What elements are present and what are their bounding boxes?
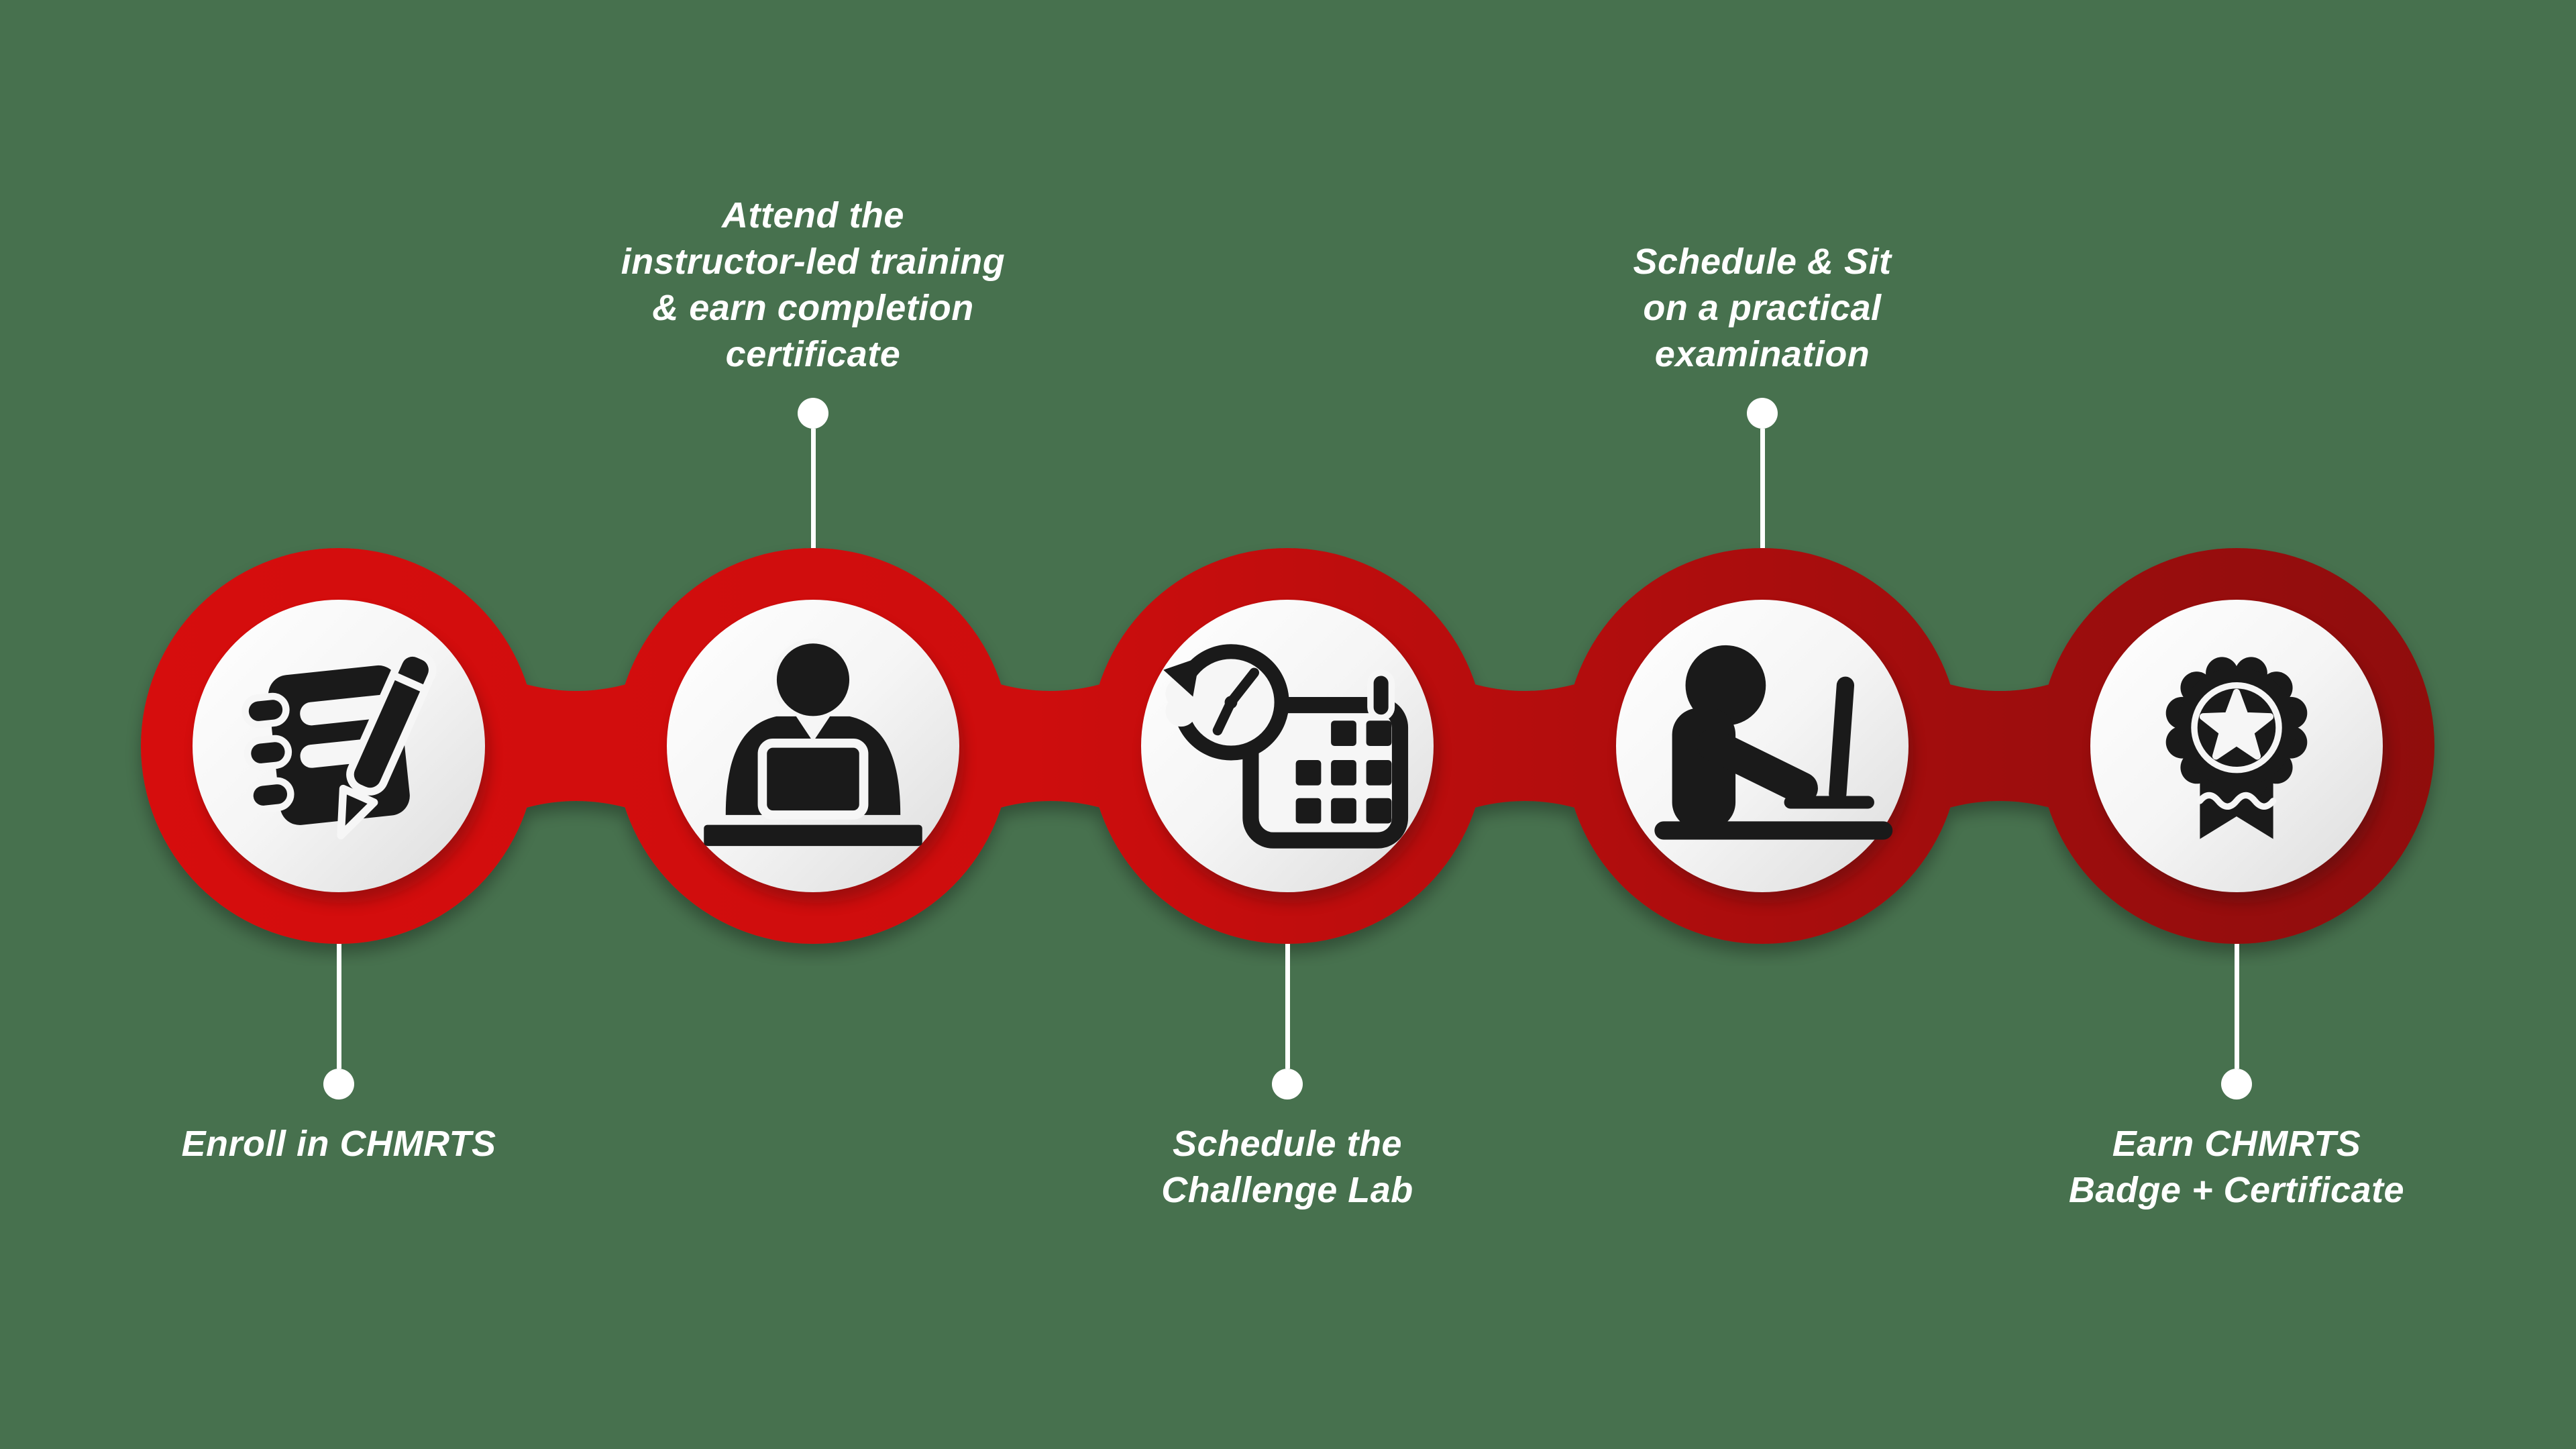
step5-label-group: Earn CHMRTS Badge + Certificate [1868,944,2576,1214]
step5-label: Earn CHMRTS Badge + Certificate [2068,1124,2405,1210]
calendar-clock-icon [1163,644,1409,849]
step3-label-group: Schedule the Challenge Lab [918,944,1656,1214]
instructor-training-icon [704,638,922,847]
step2-label: Attend the instructor-led training & ear… [621,195,1006,374]
notebook-pencil-icon [241,649,437,840]
step3-pin-dot [1272,1069,1303,1099]
step3-label: Schedule the Challenge Lab [1161,1124,1413,1210]
step1-label: Enroll in CHMRTS [181,1124,496,1164]
step1-pin-dot [323,1069,354,1099]
step4-label: Schedule & Sit on a practical examinatio… [1633,241,1892,374]
step5-pin-dot [2221,1069,2252,1099]
person-laptop-icon [1654,645,1893,840]
step2-pin-dot [798,398,828,429]
step4-label-group: Schedule & Sit on a practical examinatio… [1393,239,2131,548]
step2-label-group: Attend the instructor-led training & ear… [444,193,1182,548]
step1-label-group: Enroll in CHMRTS [0,944,708,1167]
step4-inner-circle [1616,600,1909,892]
badge-star-icon [2165,657,2308,839]
timeline-chain [141,548,2434,944]
step4-pin-dot [1747,398,1778,429]
